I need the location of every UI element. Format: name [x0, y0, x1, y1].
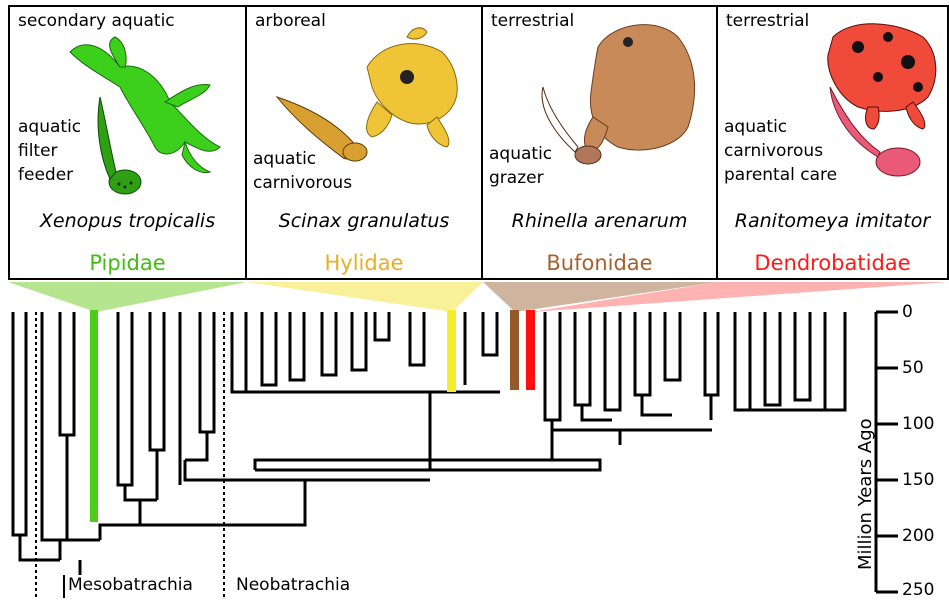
branch-hylidae [447, 310, 456, 392]
y-tick-label: 250 [902, 580, 934, 600]
y-tick-label: 150 [902, 470, 934, 490]
y-tick-label: 100 [902, 414, 934, 434]
branch-pipidae [90, 310, 98, 522]
branch-dendrobatidae [526, 310, 535, 390]
y-axis-title: Million Years Ago [855, 370, 876, 570]
clade-label-mesobatrachia: Mesobatrachia [68, 575, 193, 595]
clade-label-neobatrachia: Neobatrachia [236, 575, 350, 595]
y-tick-label: 200 [902, 526, 934, 546]
time-axis [876, 312, 898, 592]
y-tick-label: 50 [902, 358, 924, 378]
wedge-pipidae [8, 282, 247, 312]
branch-bufonidae [510, 310, 519, 390]
y-tick-label: 0 [902, 302, 913, 322]
wedge-hylidae [247, 282, 483, 312]
tree-branches [13, 312, 845, 575]
